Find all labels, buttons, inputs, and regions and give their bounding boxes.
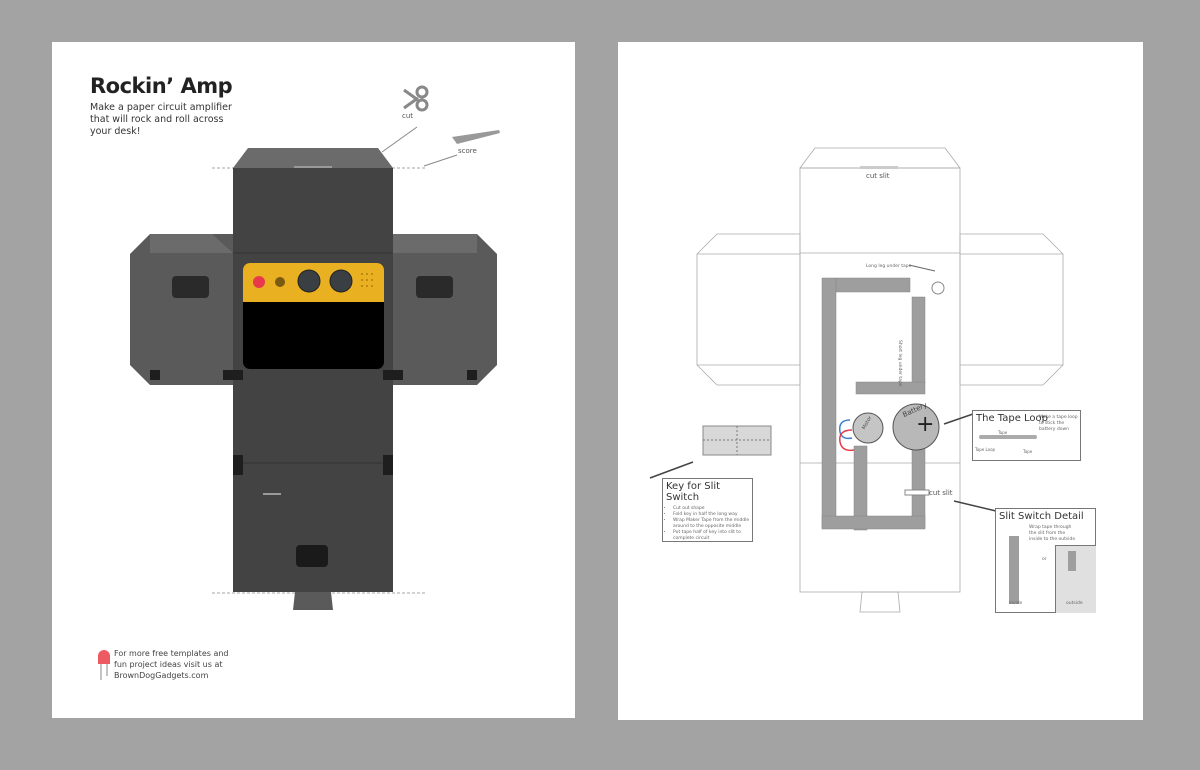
key-arrow — [649, 461, 694, 479]
or-label: or — [1042, 557, 1047, 562]
tape-bottom-label: Tape — [1023, 449, 1033, 454]
page-subtitle: Make a paper circuit amplifier that will… — [90, 102, 232, 137]
tape-loop-title: The Tape Loop — [976, 413, 1049, 424]
motor — [852, 412, 884, 444]
slit-arrow — [953, 500, 997, 512]
positive-wire — [839, 429, 855, 452]
cut-slit-mark — [263, 493, 281, 495]
slit-detail-note: Wrap tape through the slit from the insi… — [1029, 525, 1076, 542]
outside-tape — [1068, 551, 1076, 571]
short-leg-label: Short leg under tape — [897, 340, 902, 387]
right-side-panel — [393, 234, 497, 385]
page-title: Rockin’ Amp — [90, 74, 233, 98]
led-outline — [931, 281, 945, 295]
key-box: Key for Slit Switch Cut out shape Fold k… — [662, 478, 753, 542]
tape-loop-box: The Tape Loop Make a tape loop to stick … — [972, 410, 1081, 461]
slit-detail-title: Slit Switch Detail — [999, 511, 1084, 522]
tape-loop-note: Make a tape loop to stick the battery do… — [1039, 415, 1078, 432]
tape-loop-arrow — [943, 413, 974, 425]
cut-slit-mid: cut slit — [929, 489, 953, 497]
slit-detail-box: Slit Switch Detail Wrap tape through the… — [995, 508, 1096, 613]
pencil-icon — [452, 130, 500, 144]
negative-wire — [838, 419, 853, 440]
scissors-icon — [403, 85, 429, 112]
top-flap — [233, 148, 393, 168]
score-arrow — [423, 154, 458, 167]
top-slit — [294, 166, 332, 169]
outside-label: outside — [1066, 601, 1083, 606]
circuit-template-drawing — [649, 147, 1064, 613]
left-handle — [172, 276, 209, 298]
key-step: Fold key in half the long way — [673, 512, 752, 518]
page-amp-template: Rockin’ Amp Make a paper circuit amplifi… — [52, 42, 575, 718]
long-leg-label: Long leg under tape — [866, 264, 912, 269]
tape-diagram — [979, 435, 1037, 439]
key-title: Key for Slit Switch — [666, 481, 721, 503]
key-instructions: Cut out shape Fold key in half the long … — [663, 506, 752, 542]
maker-tape-path — [821, 277, 926, 531]
inside-tape — [1009, 536, 1019, 604]
power-led — [253, 276, 265, 288]
amp-template-drawing — [98, 85, 500, 680]
tape-loop-label: Tape Loop — [975, 447, 996, 452]
left-side-panel — [130, 234, 233, 385]
speaker-holes — [361, 273, 373, 287]
key-step: Put tape half of key into slit to comple… — [673, 530, 752, 542]
cut-arrow — [381, 126, 418, 153]
volume-knob — [297, 269, 321, 293]
plus-sign: + — [916, 412, 935, 437]
cut-label: cut — [402, 112, 414, 120]
right-handle — [416, 276, 453, 298]
key-step: Wrap Maker Tape from the middle around t… — [673, 518, 752, 530]
footer-text: For more free templates and fun project … — [114, 649, 229, 680]
led-icon — [98, 650, 110, 680]
inside-label: inside — [1009, 601, 1023, 606]
score-label: score — [458, 147, 477, 155]
page-circuit-template: cut slit Long leg under tape Short leg u… — [618, 42, 1143, 720]
bottom-tab — [293, 592, 333, 610]
power-port — [296, 545, 328, 567]
tape-top-label: Tape — [998, 430, 1008, 435]
battery — [892, 403, 940, 451]
tone-knob — [329, 269, 353, 293]
key-step: Cut out shape — [673, 506, 752, 512]
cut-slit-top: cut slit — [866, 172, 890, 180]
amp-body — [233, 168, 393, 592]
input-jack — [275, 277, 285, 287]
